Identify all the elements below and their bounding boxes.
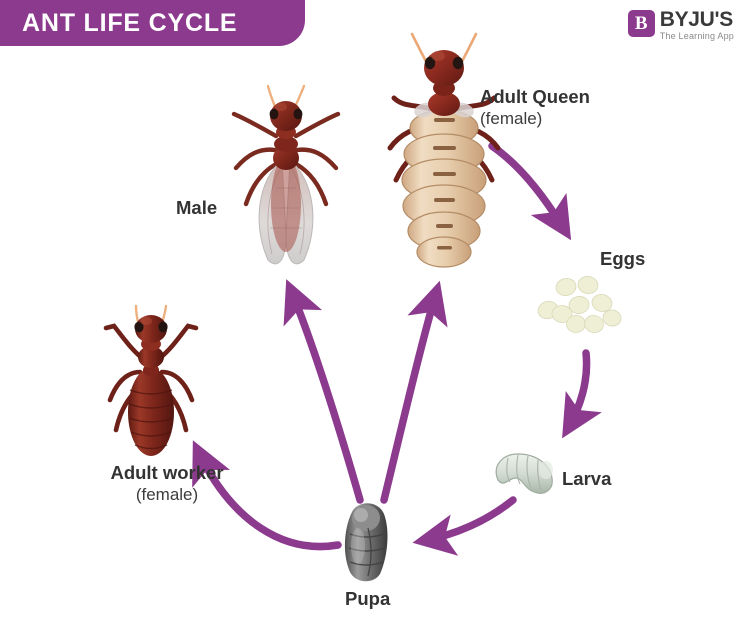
byjus-logo: B BYJU'S The Learning App <box>627 8 734 42</box>
logo-mark-letter: B <box>634 13 648 34</box>
label-pupa: Pupa <box>345 588 390 610</box>
label-larva: Larva <box>562 468 611 490</box>
eggs-illustration <box>537 276 622 333</box>
adult-worker-illustration <box>103 304 199 456</box>
arrow-pupa-to-queen <box>380 280 448 504</box>
label-eggs: Eggs <box>600 248 645 270</box>
adult-queen-illustration <box>387 32 501 268</box>
label-male-title: Male <box>176 197 218 218</box>
logo-tagline: The Learning App <box>659 31 734 41</box>
arrow-queen-to-eggs <box>488 142 572 241</box>
larva-illustration <box>495 453 553 494</box>
logo-text-block: BYJU'S The Learning App <box>659 8 734 42</box>
pupa-illustration <box>344 503 388 582</box>
label-male: Male <box>176 197 217 219</box>
label-adult-worker-sub: (female) <box>135 485 199 504</box>
label-pupa-title: Pupa <box>345 588 391 609</box>
arrow-pupa-to-male <box>283 279 364 504</box>
arrow-eggs-to-larva <box>562 349 602 439</box>
logo-mark-icon: B <box>627 10 655 37</box>
label-larva-title: Larva <box>562 468 612 489</box>
label-adult-worker-title: Adult worker <box>110 462 224 483</box>
arrow-pupa-to-worker <box>192 440 342 551</box>
label-eggs-title: Eggs <box>600 248 646 269</box>
logo-wordmark: BYJU'S <box>659 8 734 31</box>
male-ant-illustration <box>231 84 341 265</box>
label-adult-queen-sub: (female) <box>480 109 543 128</box>
label-adult-queen: Adult Queen (female) <box>480 86 590 129</box>
title-banner: ANT LIFE CYCLE <box>0 0 305 46</box>
page-title: ANT LIFE CYCLE <box>22 8 238 37</box>
label-adult-worker: Adult worker (female) <box>72 462 262 505</box>
arrow-larva-to-pupa <box>412 496 517 556</box>
label-adult-queen-title: Adult Queen <box>480 86 590 107</box>
